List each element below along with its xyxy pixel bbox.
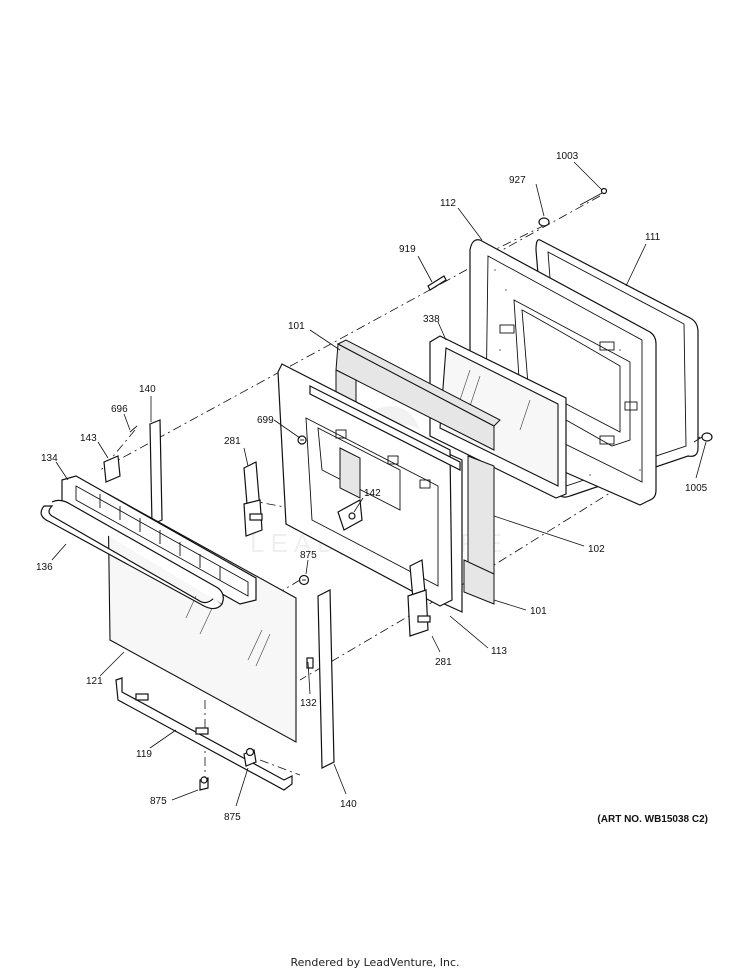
part-875-screw-bottom-right [243, 747, 257, 767]
part-696-screw [129, 425, 138, 433]
callout-134: 134 [41, 453, 58, 464]
rendered-by-footer: Rendered by LeadVenture, Inc. [290, 956, 459, 969]
callout-102: 102 [588, 544, 605, 555]
callout-140-bottom: 140 [340, 799, 357, 810]
callout-281-right: 281 [435, 657, 452, 668]
callout-1003: 1003 [556, 151, 579, 162]
part-143-clip [103, 455, 121, 483]
callout-142: 142 [364, 488, 381, 499]
part-136-door-handle [40, 499, 224, 610]
callout-1005: 1005 [685, 483, 708, 494]
callout-338: 338 [423, 314, 440, 325]
part-875-screw-bottom-left [199, 776, 209, 791]
part-281-hinge-right [407, 559, 431, 637]
callout-112: 112 [440, 198, 456, 209]
callout-113: 113 [491, 646, 507, 657]
callout-140-top: 140 [139, 384, 156, 395]
callout-919: 919 [399, 244, 416, 255]
part-132-clip [306, 657, 314, 669]
leader-lines [51, 161, 707, 807]
callout-143: 143 [80, 433, 97, 444]
part-door-inner-frame [277, 363, 461, 607]
part-927-grommet [538, 217, 550, 227]
callout-101-top: 101 [288, 321, 305, 332]
part-140-side-trim-bottom [317, 589, 335, 769]
callout-101-bottom: 101 [530, 606, 547, 617]
callout-119: 119 [136, 749, 152, 760]
callout-927: 927 [509, 175, 526, 186]
part-1003-screw [579, 187, 608, 206]
callout-875-bottom-right: 875 [224, 812, 241, 823]
part-875-screw-mid [298, 574, 310, 586]
part-102-insulation-side [463, 455, 495, 605]
part-919-pin [427, 275, 447, 291]
art-number-label: (ART NO. WB15038 C2) [597, 814, 708, 825]
callout-875-mid: 875 [300, 550, 317, 561]
part-281-hinge-left [243, 461, 263, 537]
callout-labels: 1003 927 112 111 919 338 101 140 696 699… [36, 151, 708, 823]
part-338-inner-glass [429, 335, 567, 499]
callout-111: 111 [645, 232, 661, 243]
part-1005-bolt [693, 432, 713, 443]
part-140-side-trim-top [149, 419, 163, 525]
callout-696: 696 [111, 404, 128, 415]
callout-132: 132 [300, 698, 317, 709]
callout-136: 136 [36, 562, 53, 573]
part-142-latch-bracket [337, 447, 363, 531]
callout-281-left: 281 [224, 436, 241, 447]
vent-slots [99, 494, 221, 580]
callout-875-bottom-left: 875 [150, 796, 167, 807]
callout-699: 699 [257, 415, 274, 426]
callout-121: 121 [86, 676, 103, 687]
